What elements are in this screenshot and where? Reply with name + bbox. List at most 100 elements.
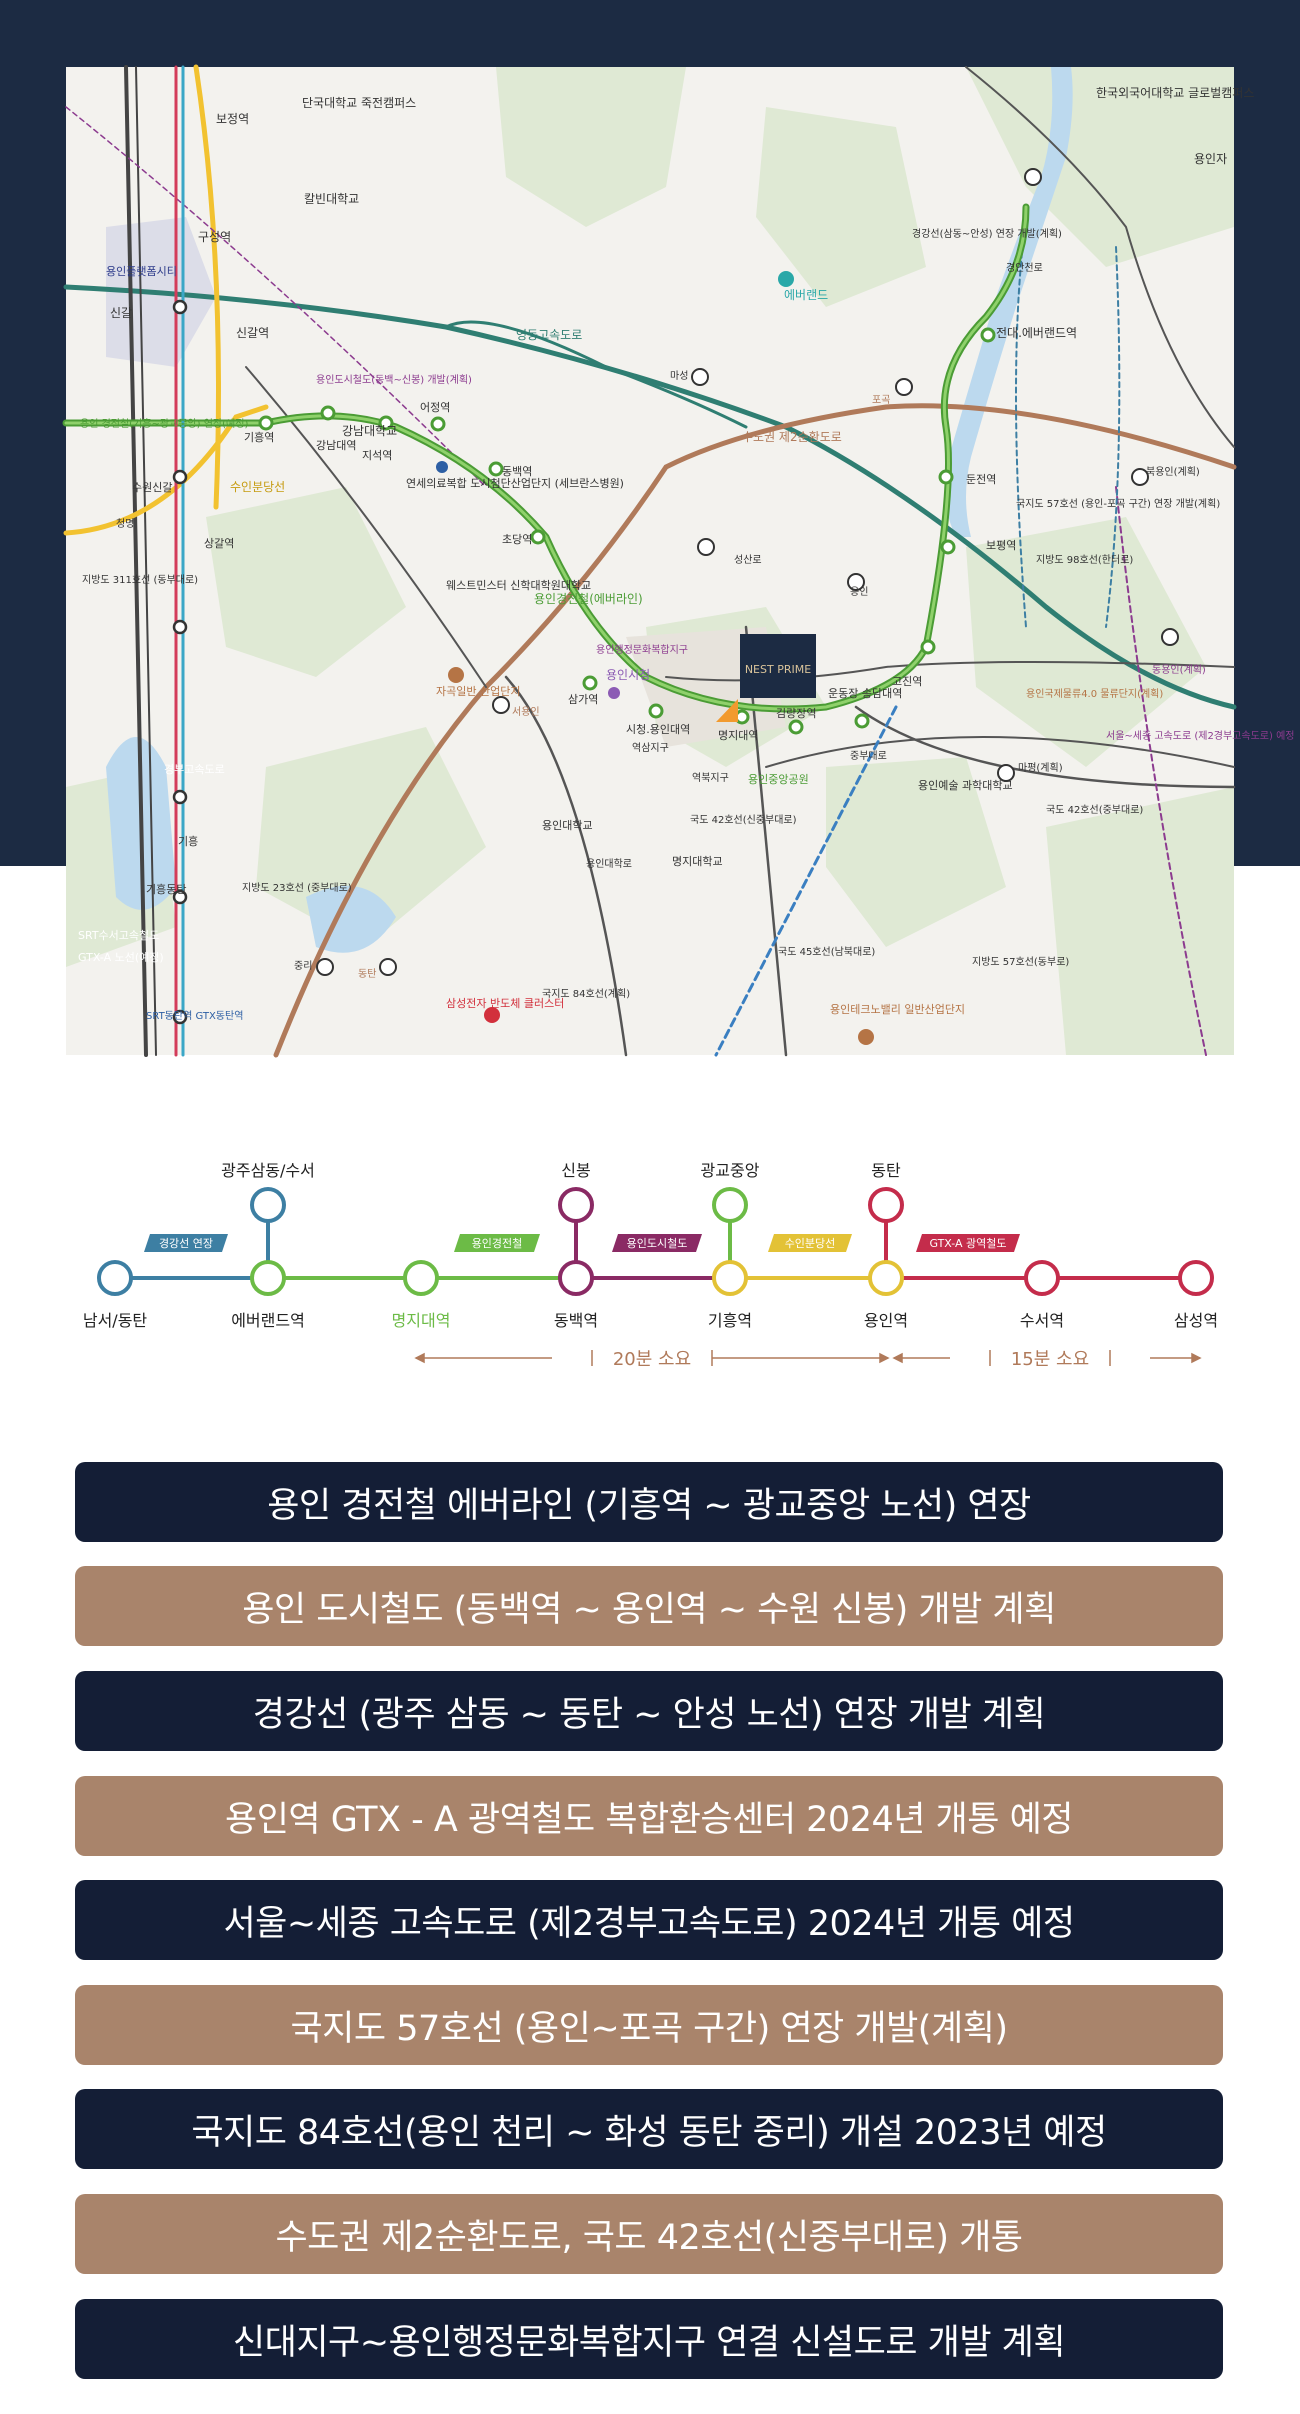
label-samsung: 삼성전자 반도체 클러스터	[446, 997, 564, 1010]
label-undongjang: 운동장 송담대역	[828, 687, 902, 700]
label-route57: 국지도 57호선 (용인-포곡 구간) 연장 개발(계획)	[1016, 498, 1220, 510]
banner-seoul-sejong: 서울~세종 고속도로 (제2경부고속도로) 2024년 개통 예정	[75, 1880, 1223, 1960]
tag-everline: 용인경전철	[472, 1237, 523, 1250]
label-bojeong: 보정역	[216, 112, 249, 126]
station-gwanggyo: 광교중앙	[701, 1161, 760, 1180]
label-severance: 연세의료복합 도시첨단산업단지 (세브란스병원)	[406, 477, 624, 490]
label-yongin-hall: 용인시청	[606, 668, 650, 682]
travel-time-20: 20분 소요	[613, 1349, 691, 1370]
label-route57b: 지방도 57호선(동부로)	[972, 956, 1069, 968]
label-gyeonggang-ext: 경강선(삼동~안성) 연장 개발(계획)	[912, 227, 1062, 240]
label-samga: 삼가역	[568, 693, 598, 706]
label-bukyongin: 북용인(계획)	[1146, 466, 1200, 478]
label-everland: 에버랜드	[784, 288, 828, 302]
label-mapyeong-plan: 마평(계획)	[1018, 762, 1063, 774]
station-namseo: 남서/동탄	[83, 1311, 148, 1330]
banner-urban-rail: 용인 도시철도 (동백역 ~ 용인역 ~ 수원 신봉) 개발 계획	[75, 1566, 1223, 1646]
label-yongin-right: 용인자	[1194, 152, 1227, 166]
nest-prime-label: NEST PRIME	[745, 663, 811, 676]
label-sanggal: 상갈역	[204, 536, 234, 550]
label-gtx-a: GTX-A 노선(예정)	[78, 951, 164, 964]
banner-route57: 국지도 57호선 (용인~포곡 구간) 연장 개발(계획)	[75, 1985, 1223, 2065]
travel-time-15: 15분 소요	[1011, 1349, 1089, 1370]
label-route42: 국도 42호선(신중부대로)	[690, 814, 797, 826]
label-yonginuniv-road: 용인대학로	[586, 858, 632, 870]
label-guseong: 구성역	[198, 230, 231, 244]
label-gyeongbu: 경부고속도로	[164, 763, 225, 776]
station-dongtan: 동탄	[871, 1161, 901, 1180]
label-gyeongan: 경안천로	[1006, 261, 1043, 274]
tag-urban: 용인도시철도	[627, 1237, 688, 1250]
banner-gtx-a: 용인역 GTX - A 광역철도 복합환승센터 2024년 개통 예정	[75, 1776, 1223, 1856]
location-map: NEST PRIME 단국대학교 죽전캠퍼스 한국외국어대학교 글로벌캠퍼스 용…	[62, 64, 1294, 1058]
label-calvin: 칼빈대학교	[304, 192, 359, 206]
label-dankook: 단국대학교 죽전캠퍼스	[302, 96, 416, 110]
label-gimnyangjang: 김량장역	[776, 707, 816, 720]
banner-metro2: 수도권 제2순환도로, 국도 42호선(신중부대로) 개통	[75, 2194, 1223, 2274]
label-bopyeong: 보평역	[986, 539, 1016, 552]
station-samseong: 삼성역	[1174, 1311, 1218, 1330]
label-jungbu: 중부대로	[850, 750, 887, 762]
label-techno: 용인테크노밸리 일반산업단지	[830, 1002, 965, 1016]
label-complex-district: 용인행정문화복합지구	[596, 644, 688, 656]
label-dunjeon: 둔전역	[966, 473, 996, 486]
label-everline: 용인경전철(에버라인)	[534, 592, 643, 606]
label-yongin-ic: 용인	[850, 586, 868, 598]
station-sinbong: 신봉	[561, 1161, 590, 1180]
label-logistics: 용인국제물류4.0 물류단지(계획)	[1026, 688, 1163, 700]
label-jungri: 중리	[294, 960, 312, 972]
banner-everline-extension: 용인 경전철 에버라인 (기흥역 ~ 광교중앙 노선) 연장	[75, 1462, 1223, 1542]
label-suwon-singal: 수원신갈	[132, 480, 172, 494]
label-route42b: 국도 42호선(중부대로)	[1046, 804, 1143, 816]
station-dongbaek: 동백역	[554, 1311, 598, 1330]
label-platform-city: 용인플랫폼시티	[106, 265, 177, 278]
label-srt-dongtan: SRT동탄역 GTX동탄역	[146, 1010, 243, 1022]
label-eojeong: 어정역	[420, 401, 450, 414]
label-route311: 지방도 311호선 (동부대로)	[82, 574, 198, 586]
label-myongji-univ: 명지대학교	[672, 855, 723, 868]
station-gwangju: 광주삼동/수서	[221, 1161, 315, 1180]
label-yeongdong: 영동고속도로	[516, 328, 582, 342]
station-yongin: 용인역	[864, 1311, 908, 1330]
label-gochan: 고진역	[892, 675, 922, 688]
label-urban-rail: 용인도시철도(동백~신봉) 개발(계획)	[316, 374, 472, 386]
tag-suin: 수인분당선	[785, 1237, 836, 1250]
station-giheung: 기흥역	[708, 1311, 752, 1330]
banner-route84: 국지도 84호선(용인 천리 ~ 화성 동탄 중리) 개설 2023년 예정	[75, 2089, 1223, 2169]
label-kangnam-st: 강남대역	[316, 439, 356, 452]
label-city-hall-st: 시청.용인대역	[626, 723, 690, 736]
label-route23: 지방도 23호선 (중부대로)	[242, 882, 352, 894]
label-seoul-sejong: 서울~세종 고속도로 (제2경부고속도로) 예정	[1106, 729, 1294, 742]
label-metro2: 수도권 제2순환도로	[742, 430, 842, 444]
label-yeongbuk: 역북지구	[692, 772, 729, 784]
label-dongyongin: 동용인(계획)	[1152, 664, 1206, 676]
label-pogok: 포곡	[872, 394, 890, 406]
banner-gyeonggang: 경강선 (광주 삼동 ~ 동탄 ~ 안성 노선) 연장 개발 계획	[75, 1671, 1223, 1751]
station-myongji: 명지대역	[392, 1311, 451, 1330]
label-jiseok: 지석역	[362, 449, 392, 462]
banner-new-road: 신대지구~용인행정문화복합지구 연결 신설도로 개발 계획	[75, 2299, 1223, 2379]
tag-gyeonggang: 경강선 연장	[159, 1237, 213, 1250]
label-hufs: 한국외국어대학교 글로벌캠퍼스	[1096, 86, 1254, 100]
label-jaseok: 자곡일반 산업단지	[436, 684, 520, 698]
label-myongji-st: 명지대역	[718, 729, 758, 742]
label-dongtan: 동탄	[358, 968, 376, 980]
label-central-park: 용인중앙공원	[748, 773, 809, 786]
station-suseo: 수서역	[1020, 1311, 1064, 1330]
label-seongseo: 성산로	[734, 554, 762, 566]
label-yeoksam: 역삼지구	[632, 742, 669, 754]
label-chodang: 초당역	[502, 533, 532, 546]
label-giheung-ic: 기흥	[178, 834, 198, 848]
label-giheung-st: 기흥역	[244, 430, 274, 444]
label-giheung-dongtan: 기흥동탄	[146, 882, 186, 896]
tag-gtx: GTX-A 광역철도	[929, 1237, 1006, 1250]
station-everland: 에버랜드역	[231, 1311, 305, 1330]
label-dongbaek: 동백역	[502, 465, 532, 478]
label-jeondae: 전대.에버랜드역	[996, 326, 1077, 340]
label-singal: 신갈	[110, 306, 132, 320]
label-route98: 지방도 98호선(한터로)	[1036, 554, 1133, 566]
label-route84: 국지도 84호선(계획)	[542, 988, 630, 1000]
label-seoyongin: 서용인	[512, 706, 540, 718]
label-kangnam: 강남대학교	[342, 424, 397, 438]
label-singal-st: 신갈역	[236, 326, 269, 340]
